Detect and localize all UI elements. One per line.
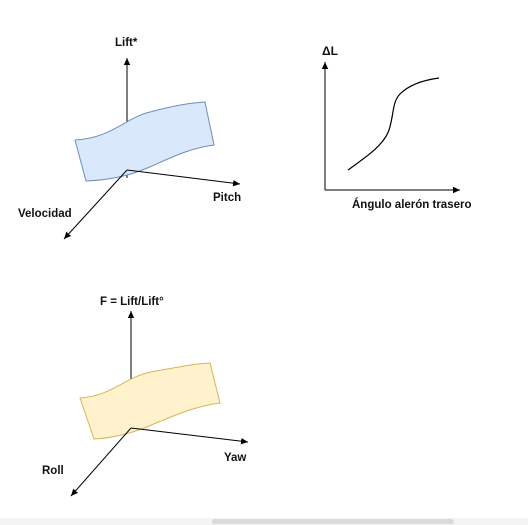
roll-axis-label: Roll (42, 465, 64, 477)
wing-diagram-1: Lift* Pitch Velocidad (18, 37, 241, 240)
velocity-axis (63, 169, 128, 240)
delta-lift-graph: ΔL Ángulo alerón trasero (321, 44, 472, 211)
yellow-wing-surface (79, 362, 221, 440)
scrollbar-thumb[interactable] (212, 519, 454, 524)
pitch-axis (126, 169, 241, 187)
wing-diagram-2: F = Lift/Lift° Yaw Roll (42, 296, 249, 497)
graph-y-label: ΔL (322, 44, 338, 58)
graph-x-label: Ángulo alerón trasero (352, 198, 472, 211)
velocity-axis-label: Velocidad (18, 208, 72, 220)
graph-curve (347, 77, 440, 171)
roll-axis (70, 427, 132, 497)
yaw-axis (130, 427, 249, 445)
pitch-axis-label: Pitch (213, 192, 241, 204)
lift-axis-label: Lift* (115, 37, 138, 49)
yaw-axis-label: Yaw (224, 452, 246, 464)
blue-wing-surface (74, 101, 215, 182)
force-axis-label: F = Lift/Lift° (100, 296, 164, 308)
